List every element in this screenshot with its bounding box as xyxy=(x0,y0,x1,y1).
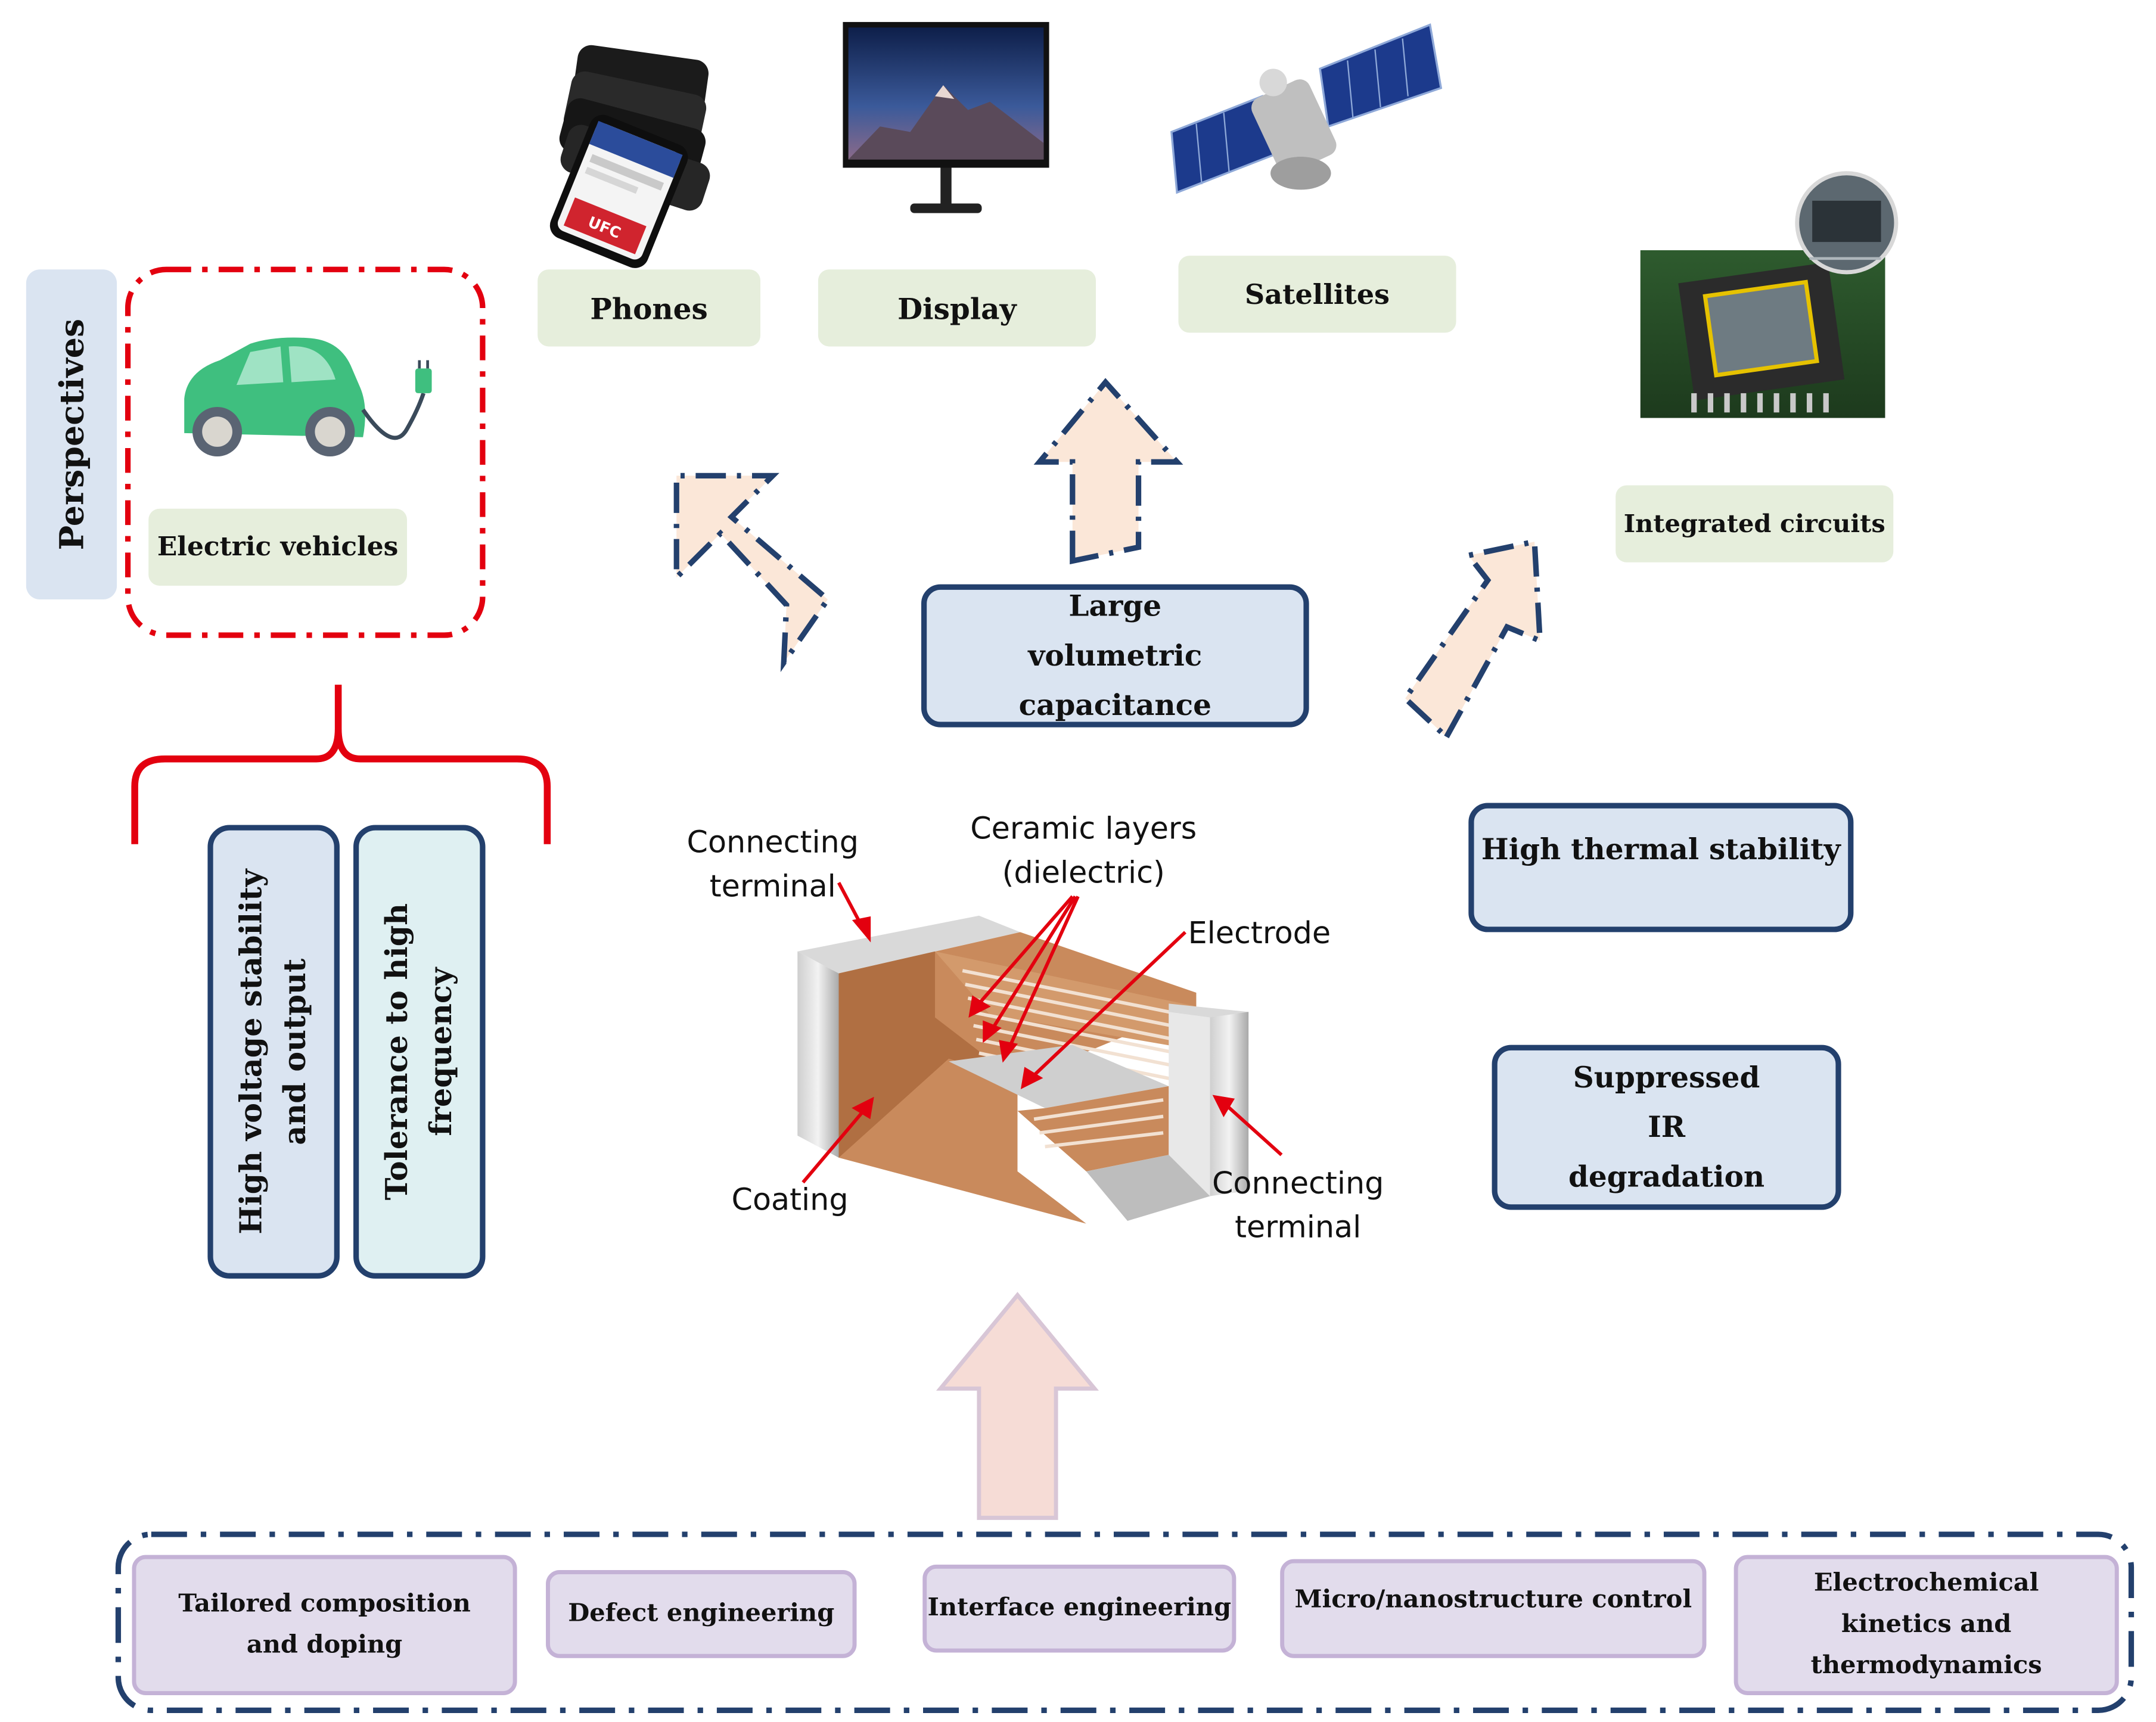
prop-high-thermal-stability: High thermal stability xyxy=(1468,803,1854,933)
strategy-tailored-composition: Tailored composition and doping xyxy=(132,1555,517,1696)
strategy-electrochemical-kinetics: Electrochemical kinetics and thermodynam… xyxy=(1734,1555,2119,1696)
prop-suppressed-ir-degradation: Suppressed IR degradation xyxy=(1492,1045,1841,1210)
display-monitor-icon xyxy=(843,21,1049,213)
tag-integrated-circuits: Integrated circuits xyxy=(1616,485,1894,562)
electric-car-icon xyxy=(184,337,432,457)
label-ceramic-layers: Ceramic layers (dielectric) xyxy=(970,812,1197,891)
strategies-frame xyxy=(115,1531,2135,1714)
label-coating: Coating xyxy=(731,1183,849,1219)
req-high-frequency: Tolerance to high frequency xyxy=(353,825,486,1279)
strategy-defect-engineering: Defect engineering xyxy=(546,1570,857,1658)
req-high-frequency-text: Tolerance to high frequency xyxy=(379,903,459,1201)
arrow-to-ic xyxy=(1402,538,1543,742)
mlcc-capacitor-illustration xyxy=(797,915,1249,1224)
tag-satellites: Satellites xyxy=(1178,256,1456,333)
label-connecting-terminal-top: Connecting terminal xyxy=(686,826,859,905)
perspectives-label: Perspectives xyxy=(26,269,117,600)
tag-electric-vehicles: Electric vehicles xyxy=(148,508,407,586)
tag-phones: Phones xyxy=(538,269,760,347)
req-high-voltage-text: High voltage stability and output xyxy=(234,869,314,1235)
arrow-to-display xyxy=(1033,378,1183,565)
strategy-interface-engineering: Interface engineering xyxy=(922,1564,1237,1653)
prop-large-volumetric-capacitance: Large volumetric capacitance xyxy=(921,584,1309,728)
strategy-micro-nanostructure-control: Micro/nanostructure control xyxy=(1280,1559,1707,1658)
arrow-from-strategies xyxy=(936,1292,1099,1520)
satellite-icon xyxy=(1170,23,1443,194)
ev-frame xyxy=(125,266,486,638)
tag-display: Display xyxy=(818,269,1096,347)
arrow-to-phones xyxy=(673,473,832,672)
phones-icon: UFC xyxy=(549,45,710,268)
ev-brace xyxy=(131,685,551,844)
perspectives-text: Perspectives xyxy=(51,318,92,551)
req-high-voltage: High voltage stability and output xyxy=(207,825,340,1279)
label-electrode: Electrode xyxy=(1188,917,1331,952)
label-connecting-terminal-bottom: Connecting terminal xyxy=(1211,1167,1384,1246)
integrated-circuit-icon xyxy=(1640,171,1899,418)
